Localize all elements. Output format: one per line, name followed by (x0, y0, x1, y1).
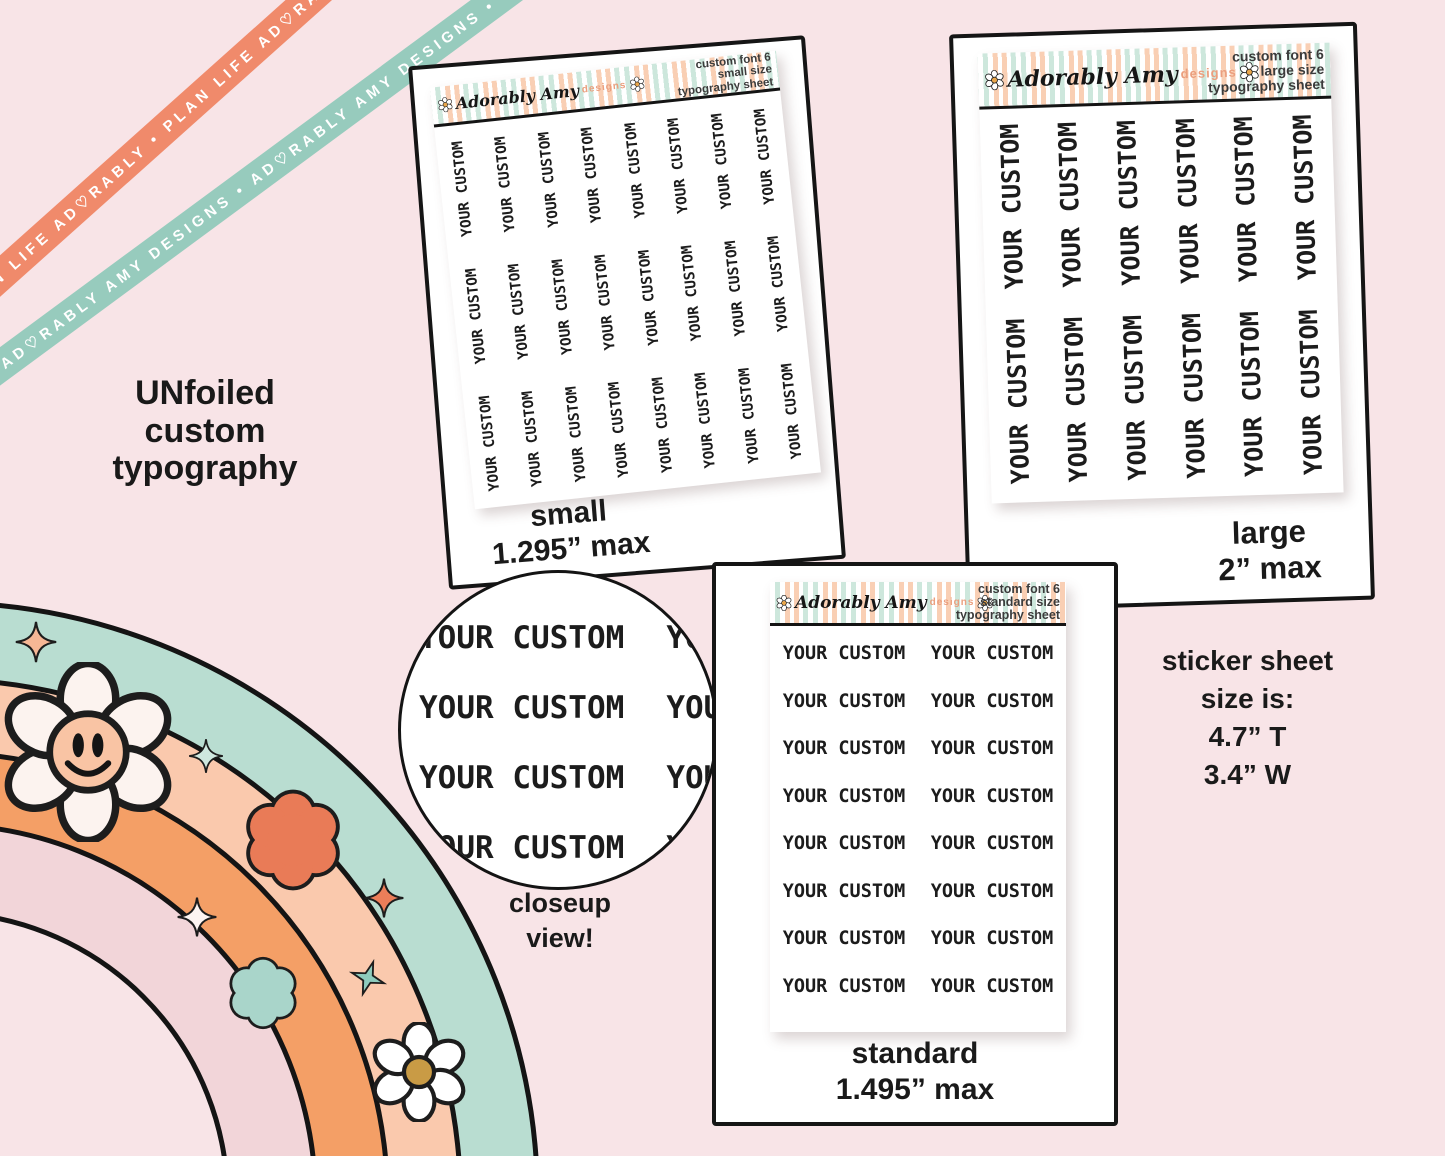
sticker-text: YOUR CUSTOM (1235, 310, 1270, 477)
daisy-logo-icon (1239, 61, 1260, 82)
brand-sub: designs (581, 79, 627, 96)
sheet-header-standard: Adorably Amy designs custom font 6 stand… (770, 582, 1066, 626)
sticker-text: YOUR CUSTOM (782, 690, 906, 712)
sticker-text: YOUR CUSTOM (1111, 119, 1147, 286)
sticker-text: YOUR CUSTOM (1293, 308, 1329, 476)
brand-logo: Adorably Amy designs (437, 74, 645, 115)
gold-daisy-flower-icon (369, 1022, 469, 1122)
sheet-header-small: Adorably Amy designs custom font 6 small… (429, 50, 781, 128)
sticker-text: YOUR CUSTOM (930, 975, 1054, 997)
size-note: sticker sheet size is: 4.7” T 3.4” W (1161, 645, 1334, 790)
sheet-header-large: Adorably Amy designs custom font 6 large… (977, 42, 1332, 110)
daisy-logo-icon (629, 76, 646, 93)
daisy-logo-icon (776, 594, 792, 611)
daisy-logo-icon (437, 96, 454, 113)
sticker-text: YOUR CUSTOM (1053, 121, 1088, 288)
closeup-label: closeup view! (508, 888, 612, 953)
sparkle-mint-icon (186, 736, 226, 776)
sticker-text: YOUR CUSTOM (782, 975, 906, 997)
daisy-logo-icon (977, 594, 993, 611)
sheet-card-large: Adorably Amy designs custom font 6 large… (949, 21, 1375, 613)
sticker-sheet-large: Adorably Amy designs custom font 6 large… (977, 42, 1344, 504)
brand-logo: Adorably Amy designs (776, 592, 993, 613)
teal-star-icon (347, 957, 389, 999)
sticker-grid-standard: YOUR CUSTOM YOUR CUSTOM YOUR CUSTOM YOUR CU… (770, 626, 1066, 1010)
sticker-text: YOUR CUSTOM (782, 928, 906, 950)
sparkle-peach-icon (12, 618, 60, 666)
sticker-text: YOUR CUSTOM (1287, 113, 1323, 281)
sheet-title-large: custom font 6 large size typography shee… (1207, 46, 1326, 96)
sticker-text: YOUR CUSTOM (1176, 312, 1211, 479)
headline-line1: UNfoiled (135, 374, 275, 412)
sticker-text: YOUR CUSTOM (1000, 317, 1035, 485)
sheet-title-small: custom font 6 small size typography shee… (677, 51, 774, 98)
sticker-text: YOUR CUSTOM (930, 643, 1054, 665)
sticker-text: YOUR CUSTOM (782, 643, 906, 665)
headline-line2: custom (144, 411, 266, 450)
brand-sub: designs (929, 597, 975, 608)
sticker-text: YOUR CUSTOM (994, 122, 1029, 290)
headline: UNfoiled custom typography (35, 374, 375, 488)
sticker-text: YOUR CUSTOM (782, 785, 906, 807)
sheet-card-standard: Adorably Amy designs custom font 6 stand… (712, 562, 1118, 1126)
sparkle-coral-icon (361, 875, 407, 921)
headline-line3: typography (112, 449, 298, 487)
sticker-sheet-standard: Adorably Amy designs custom font 6 stand… (770, 582, 1066, 1032)
sticker-text: YOUR CUSTOM (782, 880, 906, 902)
card-label-large: large 2” max (1217, 513, 1323, 588)
brand-script: Adorably Amy (1007, 60, 1179, 93)
sticker-text: YOUR CUSTOM (930, 880, 1054, 902)
sticker-text: YOUR CUSTOM (930, 690, 1054, 712)
sheet-title-standard: custom font 6 standard size typography s… (955, 581, 1060, 623)
sticker-text: YOUR CUSTOM (930, 738, 1054, 760)
coral-flower-icon (240, 787, 346, 893)
teal-flower-icon (225, 955, 301, 1031)
sticker-text: YOUR CUSTOM (1118, 314, 1153, 481)
sticker-text: YOUR CUSTOM (1059, 316, 1094, 483)
brand-script: Adorably Amy (795, 592, 927, 613)
sheet-card-small: Adorably Amy designs custom font 6 small… (408, 35, 846, 590)
smiley-daisy-flower-icon (0, 662, 178, 842)
sticker-text: YOUR CUSTOM (782, 833, 906, 855)
brand-logo: Adorably Amy designs (984, 60, 1260, 93)
sticker-text: YOUR CUSTOM (782, 738, 906, 760)
sticker-text: YOUR CUSTOM (1229, 115, 1264, 282)
sticker-grid-large: YOUR CUSTOM YOUR CUSTOM YOUR CUSTOM YOUR CU… (979, 99, 1343, 500)
sticker-text: YOUR CUSTOM (930, 928, 1054, 950)
brand-script: Adorably Amy (454, 80, 580, 114)
sparkle-white-icon (174, 894, 220, 940)
card-label-standard: standard 1.495” max (835, 1037, 995, 1106)
sticker-text: YOUR CUSTOM (930, 833, 1054, 855)
sticker-sheet-small: Adorably Amy designs custom font 6 small… (429, 50, 821, 510)
daisy-logo-icon (984, 69, 1005, 90)
sticker-text: YOUR CUSTOM (930, 785, 1054, 807)
sticker-text: YOUR CUSTOM (1170, 117, 1205, 284)
